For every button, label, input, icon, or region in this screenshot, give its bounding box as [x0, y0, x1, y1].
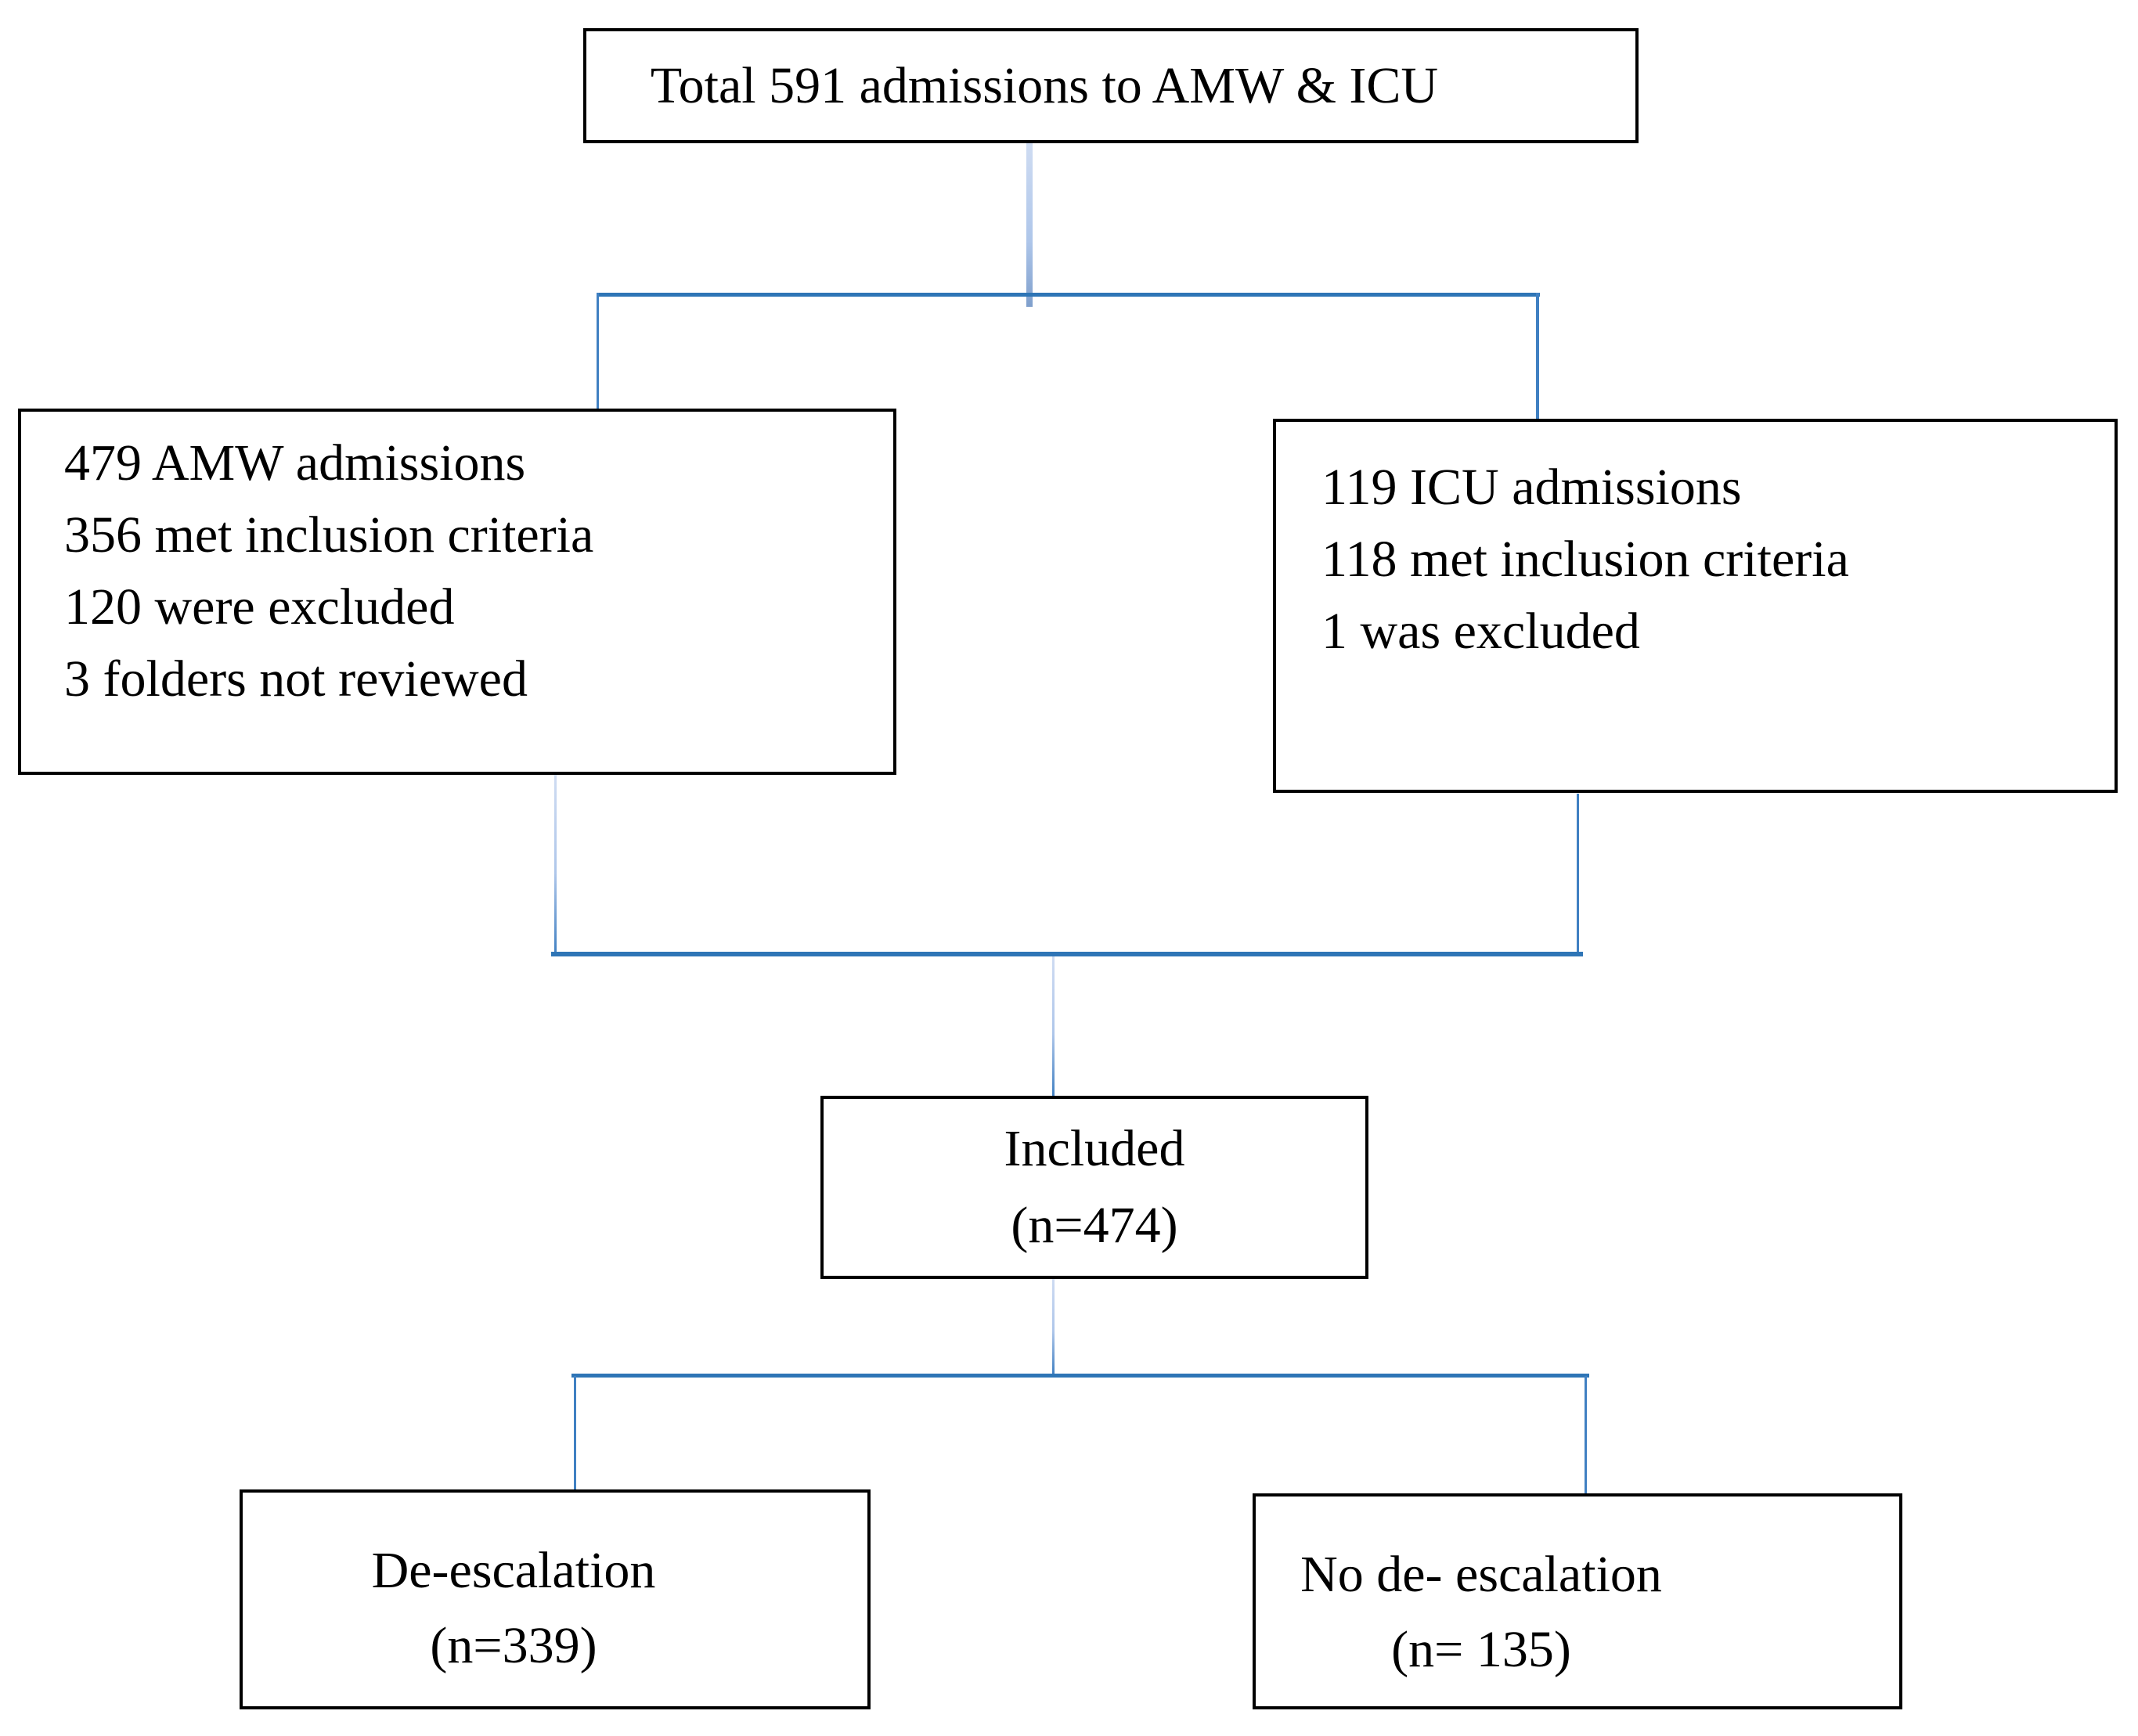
icu-admissions-box: 119 ICU admissions 118 met inclusion cri…: [1273, 419, 2118, 793]
icu-admissions-line: 119 ICU admissions: [1321, 459, 1742, 516]
amw-excluded-line: 120 were excluded: [64, 578, 455, 636]
amw-folders-line: 3 folders not reviewed: [64, 650, 528, 708]
total-admissions-box: Total 591 admissions to AMW & ICU: [583, 28, 1639, 143]
connector-second-split-left-drop-line: [574, 1376, 576, 1491]
connector-amw-box-down-line: [554, 775, 557, 954]
amw-admissions-line: 479 AMW admissions: [64, 434, 526, 492]
total-admissions-text: Total 591 admissions to AMW & ICU: [650, 56, 1439, 114]
amw-admissions-box: 479 AMW admissions 356 met inclusion cri…: [18, 409, 896, 775]
icu-excluded-line: 1 was excluded: [1321, 603, 1640, 660]
de-escalation-box: De-escalation (n=339): [240, 1489, 871, 1709]
connector-merge-to-included-line: [1052, 956, 1055, 1097]
icu-inclusion-line: 118 met inclusion criteria: [1321, 531, 1849, 588]
connector-top-box-vertical-line: [1026, 143, 1033, 307]
connector-first-split-right-drop-line: [1536, 293, 1539, 420]
connector-first-split-horizontal-line: [597, 293, 1540, 297]
de-escalation-count: (n=339): [430, 1617, 597, 1674]
connector-first-split-left-drop-line: [597, 293, 599, 410]
included-count: (n=474): [1011, 1197, 1178, 1254]
amw-inclusion-line: 356 met inclusion criteria: [64, 506, 594, 564]
connector-merge-horizontal-line: [551, 952, 1583, 956]
no-de-escalation-count: (n= 135): [1391, 1621, 1571, 1678]
included-label: Included: [1004, 1120, 1185, 1177]
de-escalation-label: De-escalation: [371, 1542, 656, 1599]
connector-second-split-right-drop-line: [1585, 1376, 1587, 1495]
no-de-escalation-box: No de- escalation (n= 135): [1253, 1493, 1902, 1709]
connector-second-split-horizontal-line: [571, 1374, 1589, 1378]
no-de-escalation-label: No de- escalation: [1300, 1546, 1662, 1603]
included-box: Included (n=474): [820, 1096, 1368, 1279]
connector-icu-box-down-line: [1577, 794, 1579, 954]
connector-included-down-line: [1052, 1277, 1055, 1375]
